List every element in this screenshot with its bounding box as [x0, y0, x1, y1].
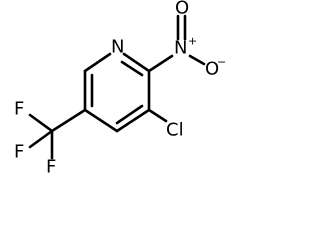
bond-c3-c4-inner [115, 104, 144, 125]
atom-label-o-double: O [175, 0, 189, 19]
bond-c3-c4 [115, 108, 151, 133]
atom-label-f3: F [46, 157, 56, 178]
nitro-bonds [147, 14, 206, 73]
bond-n1-c2-inner [120, 60, 144, 77]
bond-c5-cf3 [50, 108, 87, 133]
bond-c4-c5 [83, 108, 119, 133]
atom-label-cl: Cl [166, 120, 184, 141]
charge-plus: + [188, 35, 197, 48]
atom-label-o-single: O [205, 59, 219, 80]
bond-c2-nitro-n [147, 54, 174, 73]
atom-label-n-nitro: N [174, 38, 187, 59]
cf3-bonds [28, 108, 87, 160]
atom-label-f1: F [14, 99, 24, 120]
structure-svg: N N + O O − Cl F F F [14, 0, 226, 178]
bond-nitro-n-o-single [188, 54, 206, 66]
ring-bonds [83, 52, 151, 133]
bond-n1-c2 [122, 52, 151, 73]
charge-minus: − [217, 56, 226, 69]
bond-cf3-f2 [28, 129, 54, 149]
bond-c6-n1 [83, 52, 112, 73]
molecule-structure-diagram: N N + O O − Cl F F F [14, 0, 226, 178]
atom-label-n-ring: N [111, 37, 124, 58]
bond-c3-cl [147, 108, 168, 123]
atom-label-f2: F [14, 142, 24, 163]
bond-cf3-f1 [28, 113, 54, 133]
